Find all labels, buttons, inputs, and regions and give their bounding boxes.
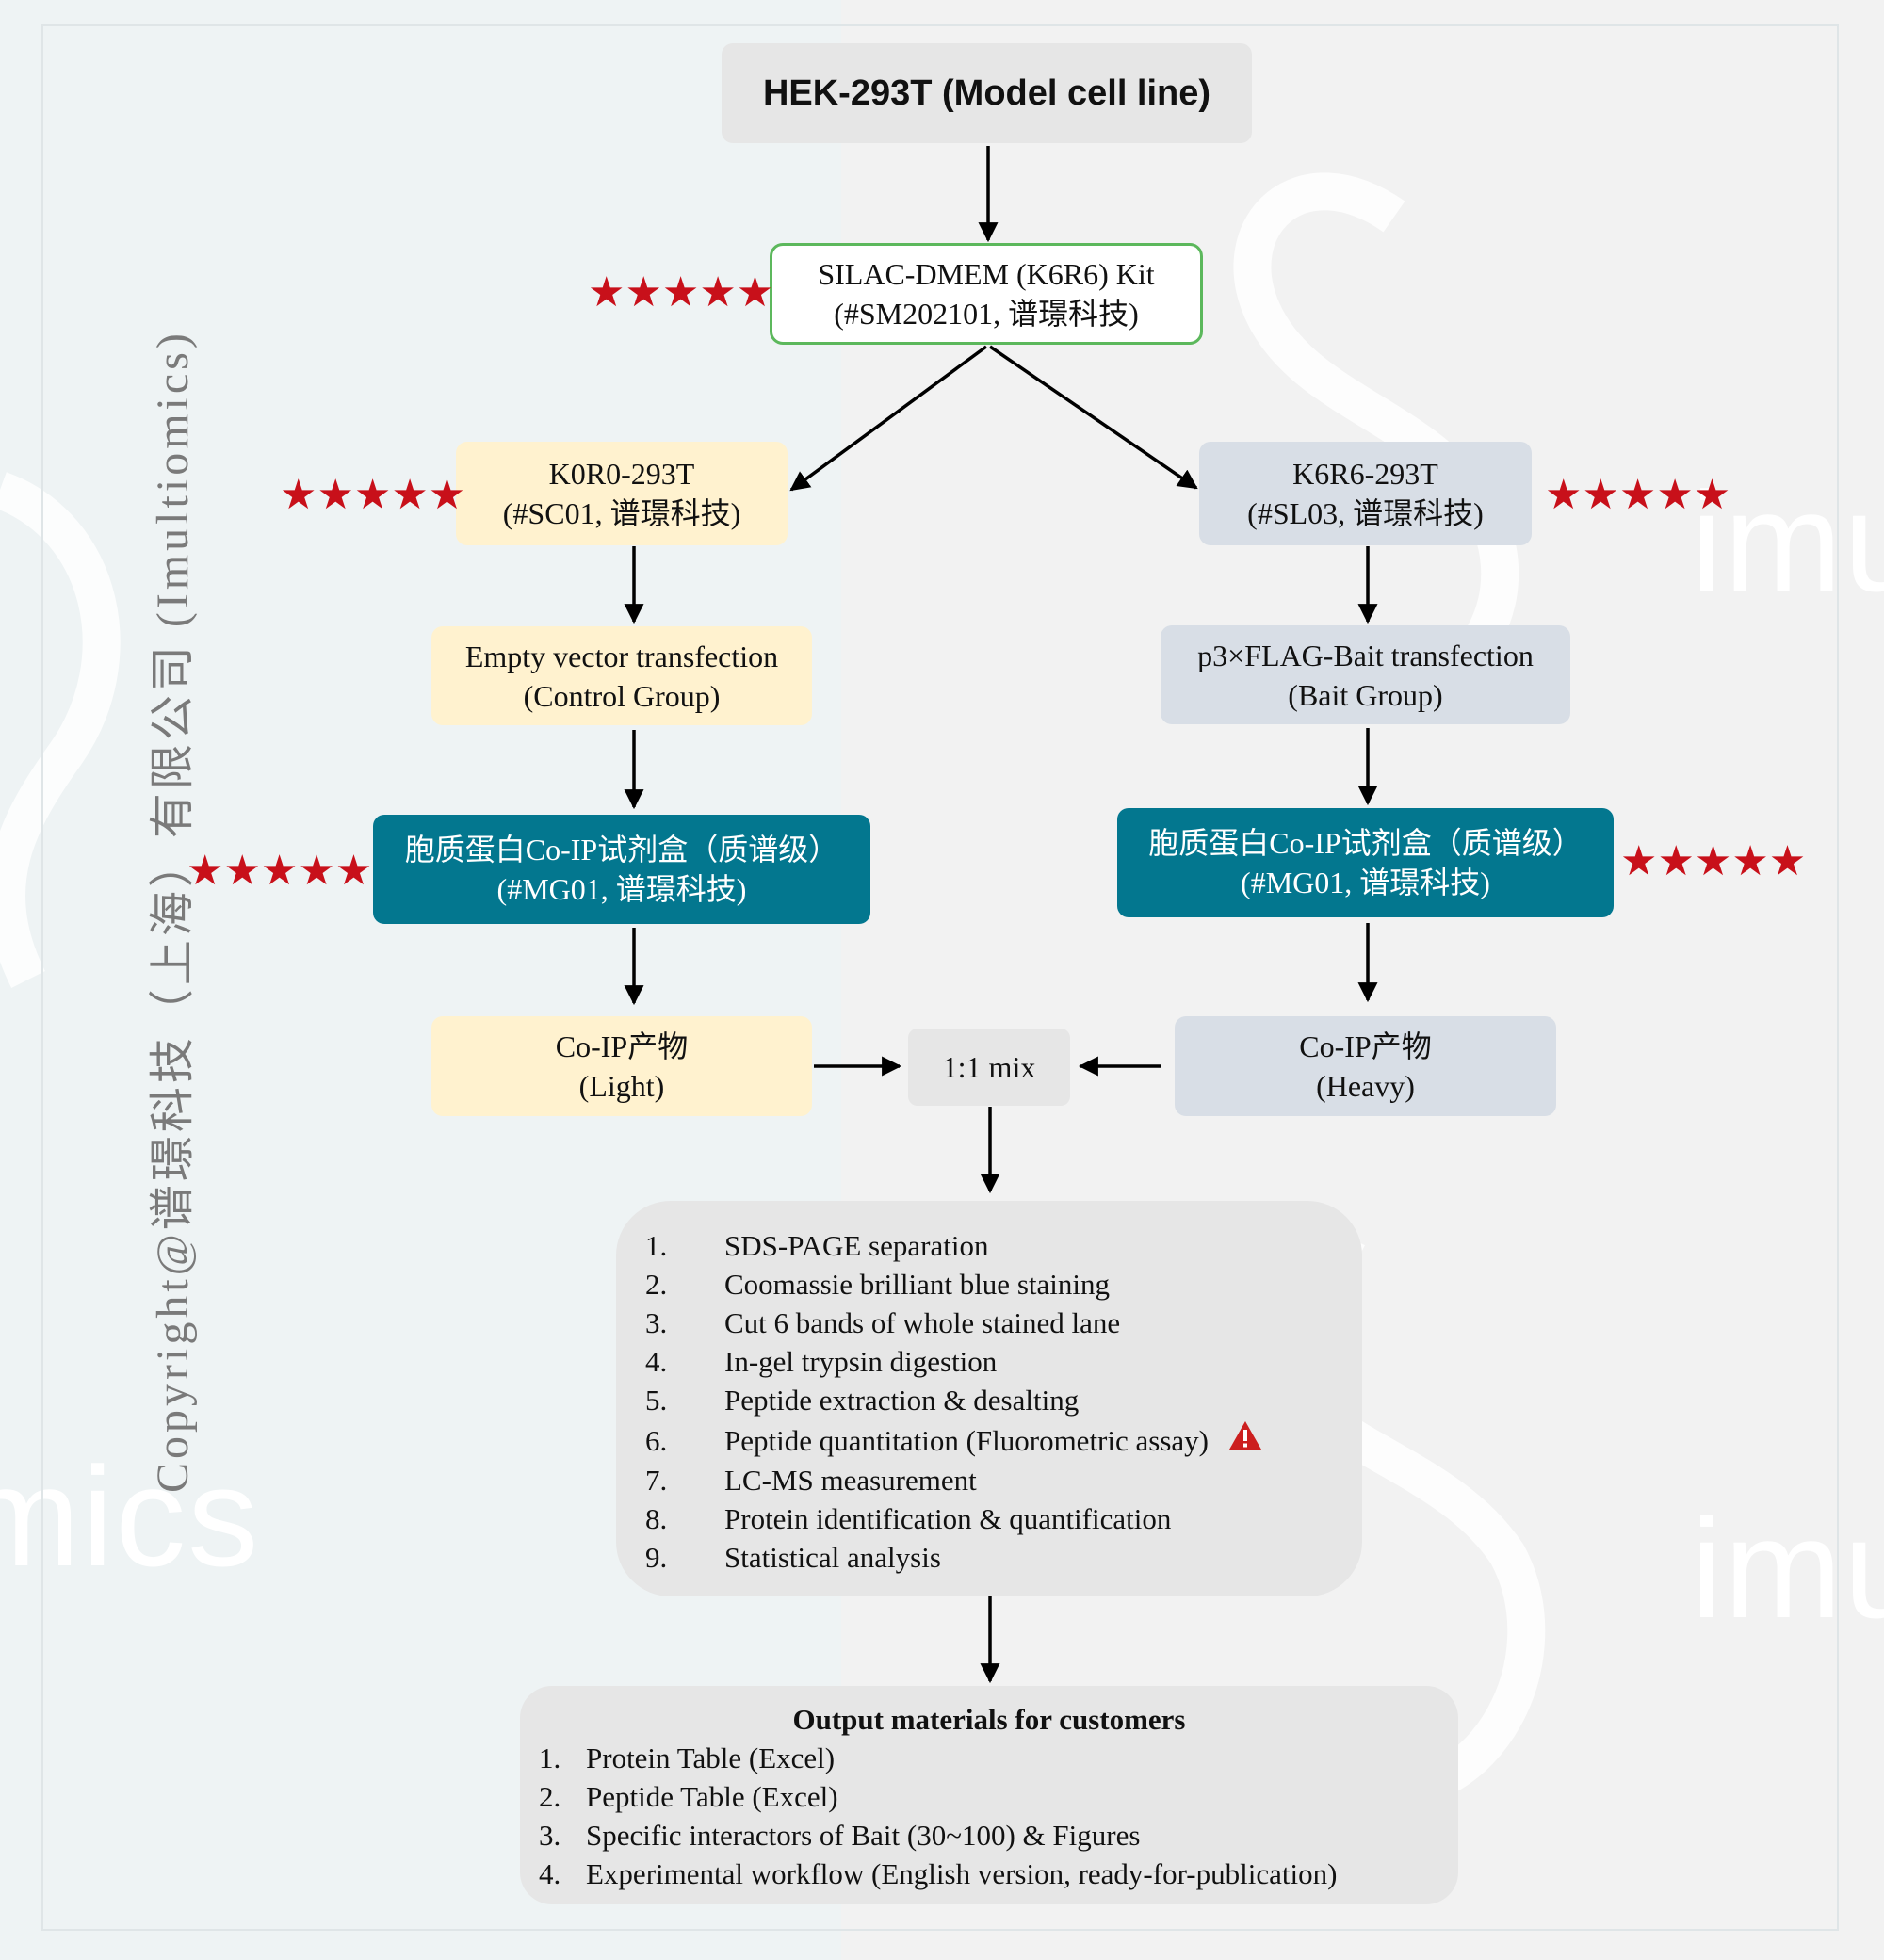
arrow-kit-to-left	[789, 345, 988, 492]
output-materials-list: 1. Protein Table (Excel) 2. Peptide Table (…	[539, 1739, 1337, 1893]
right-coip-kit-box: 胞质蛋白Co-IP试剂盒（质谱级） (#MG01, 谱璟科技)	[1117, 808, 1614, 917]
cell-line-box: HEK-293T (Model cell line)	[722, 43, 1252, 143]
output-item-number: 4.	[539, 1857, 561, 1890]
output-item: 2. Peptide Table (Excel)	[539, 1777, 1337, 1816]
right-coip-kit-line2: (#MG01, 谱璟科技)	[1241, 866, 1490, 899]
step-row: 9. Statistical analysis	[645, 1538, 1263, 1577]
heavy-product-line2: (Heavy)	[1316, 1069, 1415, 1103]
step-text: Peptide quantitation (Fluorometric assay…	[724, 1423, 1209, 1457]
left-transfection-line2: (Control Group)	[523, 678, 721, 713]
output-item: 4. Experimental workflow (English version…	[539, 1855, 1337, 1893]
left-coip-kit-line1: 胞质蛋白Co-IP试剂盒（质谱级）	[404, 833, 839, 867]
output-item: 3. Specific interactors of Bait (30~100) …	[539, 1816, 1337, 1855]
mix-label: 1:1 mix	[942, 1050, 1036, 1084]
left-cells-line1: K0R0-293T	[548, 457, 695, 491]
rating-stars: ★★★★★	[588, 269, 774, 316]
right-cells-line1: K6R6-293T	[1292, 457, 1438, 491]
step-number: 7.	[645, 1464, 668, 1497]
procedure-steps-box	[616, 1201, 1362, 1596]
kit-line2: (#SM202101, 谱璟科技)	[834, 297, 1139, 331]
right-transfection-line1: p3×FLAG-Bait transfection	[1197, 638, 1534, 672]
right-transfection-box: p3×FLAG-Bait transfection (Bait Group)	[1161, 625, 1570, 724]
left-coip-kit-box: 胞质蛋白Co-IP试剂盒（质谱级） (#MG01, 谱璟科技)	[373, 815, 870, 924]
output-item-number: 2.	[539, 1780, 561, 1813]
step-text: In-gel trypsin digestion	[724, 1345, 998, 1378]
output-item-text: Specific interactors of Bait (30~100) & …	[586, 1819, 1141, 1852]
output-title: Output materials for customers	[792, 1703, 1186, 1736]
step-number: 6.	[645, 1423, 668, 1457]
light-product-line1: Co-IP产物	[555, 1029, 689, 1063]
watermark-text: imu	[1691, 1489, 1884, 1647]
rating-stars: ★★★★★	[1545, 472, 1731, 518]
silac-kit-box: SILAC-DMEM (K6R6) Kit (#SM202101, 谱璟科技)	[770, 243, 1203, 345]
right-cells-line2: (#SL03, 谱璟科技)	[1247, 496, 1484, 530]
cell-line-label: HEK-293T (Model cell line)	[762, 73, 1211, 113]
heavy-product-box: Co-IP产物 (Heavy)	[1175, 1016, 1556, 1116]
light-product-line2: (Light)	[578, 1069, 665, 1103]
right-transfection-line2: (Bait Group)	[1288, 677, 1443, 712]
step-number: 4.	[645, 1345, 668, 1378]
rating-stars: ★★★★★	[187, 848, 373, 894]
output-materials-box	[520, 1686, 1458, 1904]
step-row: 6. Peptide quantitation (Fluorometric ass…	[645, 1419, 1263, 1461]
output-item-text: Experimental workflow (English version, …	[586, 1857, 1338, 1890]
output-item: 1. Protein Table (Excel)	[539, 1739, 1337, 1777]
step-row: 3. Cut 6 bands of whole stained lane	[645, 1304, 1263, 1342]
step-text: Peptide extraction & desalting	[724, 1384, 1080, 1417]
step-number: 3.	[645, 1306, 668, 1339]
step-row: 2. Coomassie brilliant blue staining	[645, 1265, 1263, 1304]
arrow-kit-to-right	[989, 345, 1198, 490]
step-number: 9.	[645, 1541, 668, 1574]
step-number: 8.	[645, 1502, 668, 1535]
step-row: 1. SDS-PAGE separation	[645, 1226, 1263, 1265]
step-text: LC-MS measurement	[724, 1464, 977, 1497]
right-cells-box: K6R6-293T (#SL03, 谱璟科技)	[1199, 442, 1532, 545]
step-row: 5. Peptide extraction & desalting	[645, 1381, 1263, 1419]
left-coip-kit-line2: (#MG01, 谱璟科技)	[496, 872, 747, 906]
output-item-number: 3.	[539, 1819, 561, 1852]
rating-stars: ★★★★★	[280, 472, 466, 518]
step-number: 2.	[645, 1268, 668, 1301]
step-text: Cut 6 bands of whole stained lane	[724, 1306, 1121, 1339]
left-transfection-box: Empty vector transfection (Control Group…	[431, 626, 812, 725]
watermark-text: imu	[1691, 462, 1884, 621]
right-coip-kit-line1: 胞质蛋白Co-IP试剂盒（质谱级）	[1148, 826, 1583, 860]
procedure-steps-list: 1. SDS-PAGE separation 2. Coomassie brillia…	[645, 1226, 1263, 1577]
step-number: 5.	[645, 1384, 668, 1417]
step-text: SDS-PAGE separation	[724, 1229, 989, 1262]
output-item-text: Protein Table (Excel)	[586, 1741, 836, 1774]
kit-line1: SILAC-DMEM (K6R6) Kit	[818, 257, 1155, 291]
step-row: 8. Protein identification & quantificatio…	[645, 1499, 1263, 1538]
left-cells-box: K0R0-293T (#SC01, 谱璟科技)	[456, 442, 788, 545]
output-item-number: 1.	[539, 1741, 561, 1774]
output-title-wrap: Output materials for customers	[520, 1700, 1458, 1739]
output-item-text: Peptide Table (Excel)	[586, 1780, 838, 1813]
left-transfection-line1: Empty vector transfection	[464, 639, 779, 673]
step-row: 4. In-gel trypsin digestion	[645, 1342, 1263, 1381]
heavy-product-line1: Co-IP产物	[1299, 1029, 1432, 1063]
step-text: Protein identification & quantification	[724, 1502, 1172, 1535]
rating-stars: ★★★★★	[1620, 838, 1807, 884]
step-text: Statistical analysis	[724, 1541, 941, 1574]
step-text: Coomassie brilliant blue staining	[724, 1268, 1110, 1301]
mix-box: 1:1 mix	[908, 1029, 1070, 1106]
diagram-frame	[41, 24, 1839, 1931]
step-number: 1.	[645, 1229, 668, 1262]
light-product-box: Co-IP产物 (Light)	[431, 1016, 812, 1116]
left-cells-line2: (#SC01, 谱璟科技)	[502, 496, 741, 530]
step-row: 7. LC-MS measurement	[645, 1461, 1263, 1499]
background-left-panel	[0, 0, 841, 1960]
warning-icon	[1227, 1419, 1263, 1461]
